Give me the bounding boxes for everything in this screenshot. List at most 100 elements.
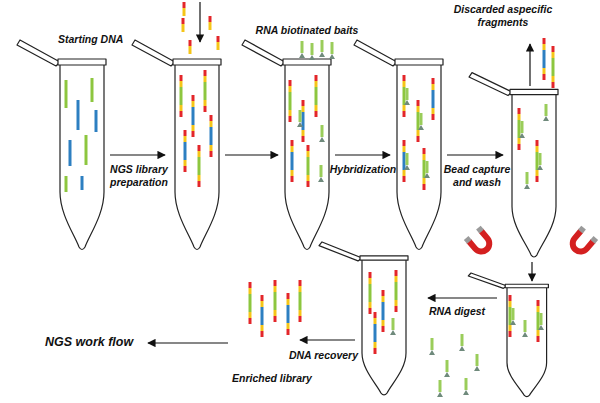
dna-segment xyxy=(209,16,212,22)
dna-fragments xyxy=(66,2,553,397)
dna-segment xyxy=(526,172,529,184)
dna-segment xyxy=(537,300,540,306)
dna-segment xyxy=(274,280,277,286)
dna-segment xyxy=(552,76,555,82)
dna-segment xyxy=(432,78,435,84)
dna-segment xyxy=(406,88,409,100)
step-label: RNA biotinated baits xyxy=(252,24,362,37)
magnet xyxy=(567,226,598,257)
dna-segment xyxy=(395,300,398,306)
dna-segment xyxy=(65,80,68,108)
dna-segment xyxy=(552,82,555,88)
dna-segment xyxy=(374,348,377,354)
dna-segment xyxy=(537,336,540,342)
dna-segment xyxy=(518,114,521,120)
step-label: NGS library preparation xyxy=(105,163,173,188)
dna-segment xyxy=(392,318,395,330)
dna-segment xyxy=(261,295,264,301)
step-arrow xyxy=(148,342,228,343)
dna-segment xyxy=(540,313,543,325)
dna-segment xyxy=(184,166,187,172)
step-arrow xyxy=(447,154,503,155)
dna-segment xyxy=(291,152,294,170)
dna-segment xyxy=(403,140,406,146)
dna-segment xyxy=(287,323,290,329)
dna-segment xyxy=(307,181,310,187)
dna-segment xyxy=(192,95,195,101)
dna-segment xyxy=(261,325,264,331)
dna-segment xyxy=(543,50,546,68)
dna-segment xyxy=(420,113,423,125)
dna-segment xyxy=(65,176,68,192)
dna-segment xyxy=(311,43,314,55)
dna-segment xyxy=(210,115,213,121)
dna-segment xyxy=(509,301,512,307)
dna-segment xyxy=(543,74,546,80)
dna-segment xyxy=(518,144,521,150)
dna-segment xyxy=(184,160,187,166)
dna-segment xyxy=(289,92,292,110)
step-arrow xyxy=(300,339,355,340)
dna-segment xyxy=(299,280,302,286)
biotin-tag xyxy=(418,125,424,130)
dna-segment xyxy=(423,184,426,190)
biotin-tag xyxy=(429,350,435,355)
biotin-tag xyxy=(390,330,396,335)
dna-segment xyxy=(287,293,290,299)
dna-segment xyxy=(198,151,201,157)
tube xyxy=(354,40,443,250)
step-label: DNA recovery xyxy=(276,349,358,362)
dna-segment xyxy=(85,135,88,165)
dna-segment xyxy=(552,52,555,58)
dna-segment xyxy=(189,40,192,46)
dna-segment xyxy=(423,154,426,160)
step-arrow xyxy=(531,262,532,281)
dna-segment xyxy=(91,78,94,102)
dna-segment xyxy=(274,286,277,292)
dna-segment xyxy=(539,153,542,165)
dna-segment xyxy=(289,116,292,122)
dna-segment xyxy=(184,142,187,160)
dna-segment xyxy=(289,86,292,92)
dna-segment xyxy=(180,105,183,111)
dna-segment xyxy=(315,81,318,87)
biotin-tag xyxy=(543,116,549,121)
dna-segment xyxy=(509,307,512,325)
dna-segment xyxy=(287,299,290,305)
dna-segment xyxy=(374,312,377,318)
dna-segment xyxy=(465,378,468,390)
dna-segment xyxy=(274,292,277,310)
dna-segment xyxy=(395,270,398,276)
dna-segment xyxy=(204,70,207,76)
dna-segment xyxy=(518,108,521,114)
dna-segment xyxy=(261,301,264,307)
dna-segment xyxy=(476,354,479,366)
dna-segment xyxy=(432,84,435,90)
dna-segment xyxy=(417,136,420,142)
dna-segment xyxy=(395,306,398,312)
dna-segment xyxy=(289,80,292,86)
step-label: Hybridization xyxy=(329,163,397,176)
biotin-tag xyxy=(297,122,303,127)
dna-segment xyxy=(192,101,195,107)
dna-segment xyxy=(204,106,207,112)
dna-segment xyxy=(198,157,201,175)
dna-segment xyxy=(331,42,334,54)
dna-segment xyxy=(382,290,385,296)
dna-segment xyxy=(287,329,290,335)
dna-segment xyxy=(461,334,464,346)
dna-segment xyxy=(417,112,420,130)
dna-segment xyxy=(301,41,304,53)
dna-segment xyxy=(307,157,310,175)
dna-segment xyxy=(374,342,377,348)
dna-segment xyxy=(403,75,406,81)
dna-segment xyxy=(307,151,310,157)
dna-segment xyxy=(249,288,252,294)
dna-segment xyxy=(217,36,220,42)
dna-segment xyxy=(299,286,302,292)
dna-segment xyxy=(180,75,183,81)
dna-segment xyxy=(406,153,409,165)
dna-segment xyxy=(432,90,435,108)
discard-arrow xyxy=(529,44,530,86)
